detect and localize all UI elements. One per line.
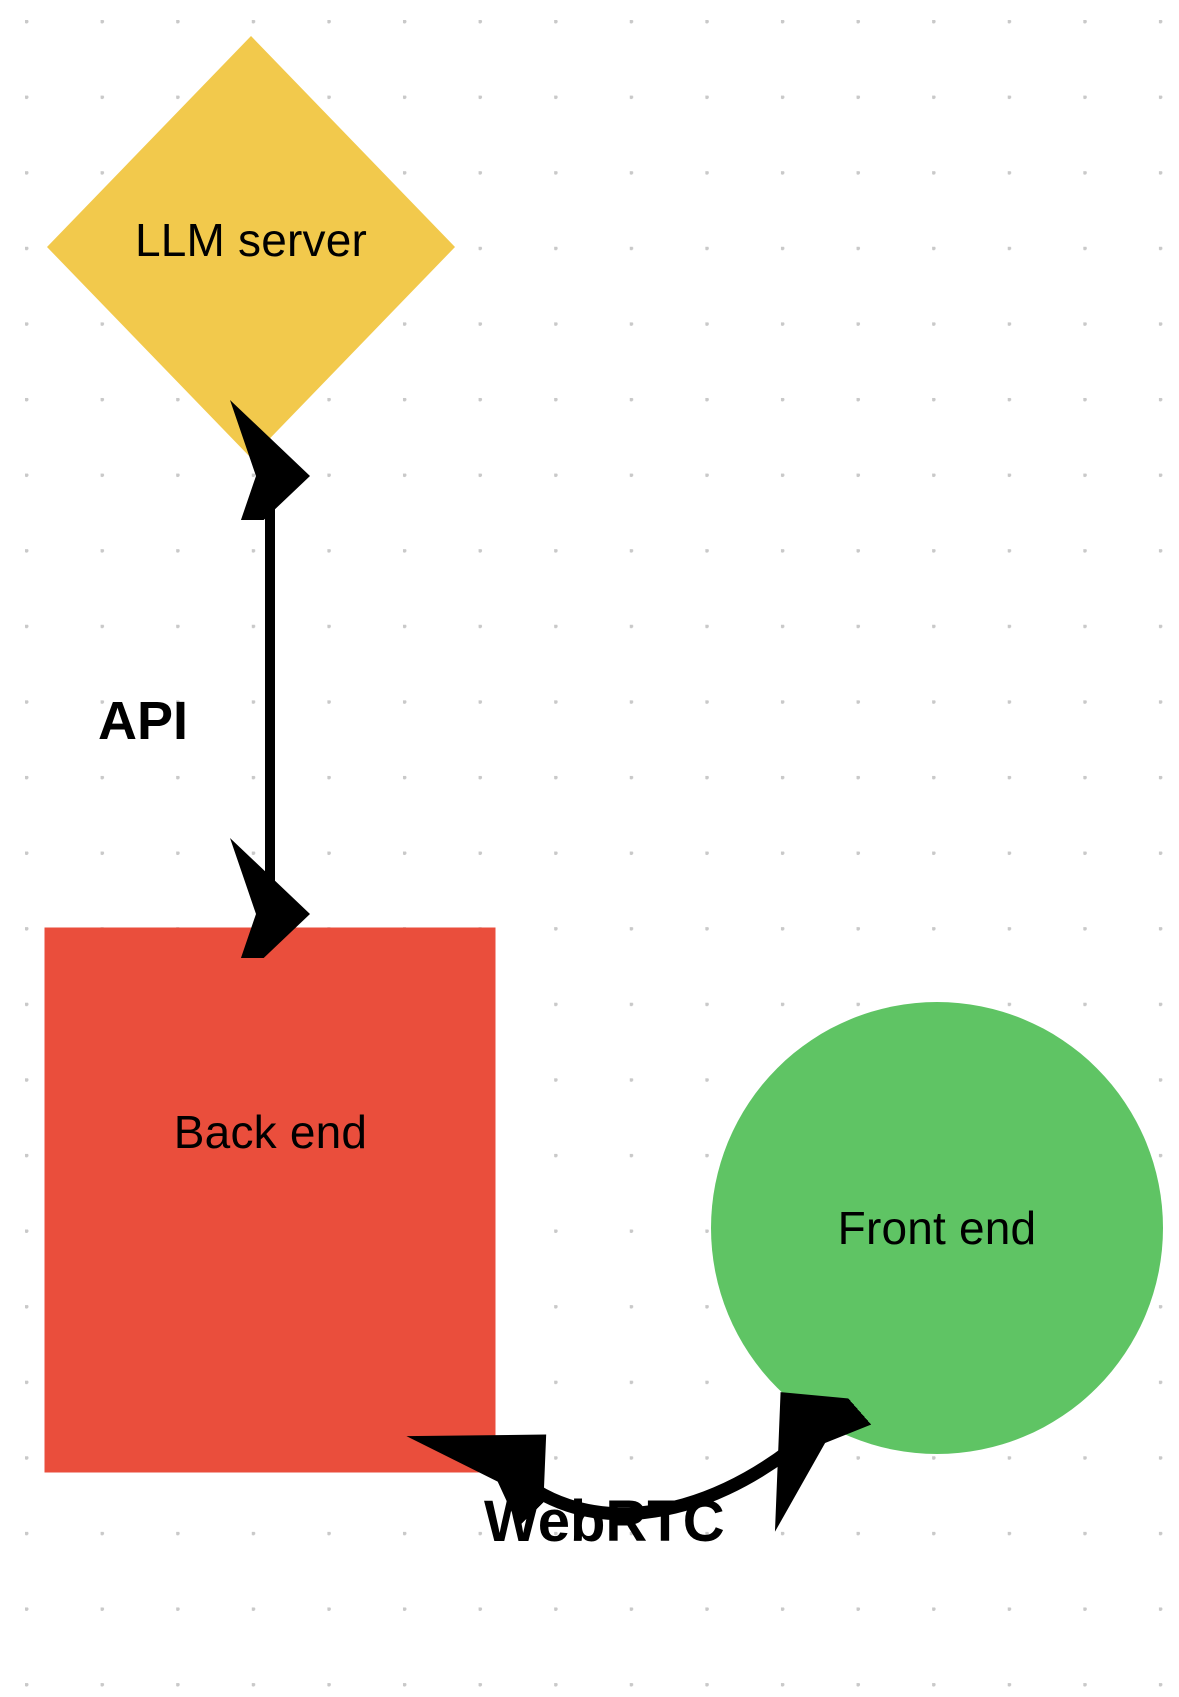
edge-label-api: API	[98, 691, 189, 751]
node-label-llm-server: LLM server	[134, 214, 368, 266]
node-label-back-end: Back end	[173, 1106, 368, 1158]
edge-label-webrtc: WebRTC	[484, 1489, 725, 1554]
node-back-end[interactable]	[45, 928, 496, 1473]
node-label-front-end: Front end	[837, 1202, 1037, 1254]
